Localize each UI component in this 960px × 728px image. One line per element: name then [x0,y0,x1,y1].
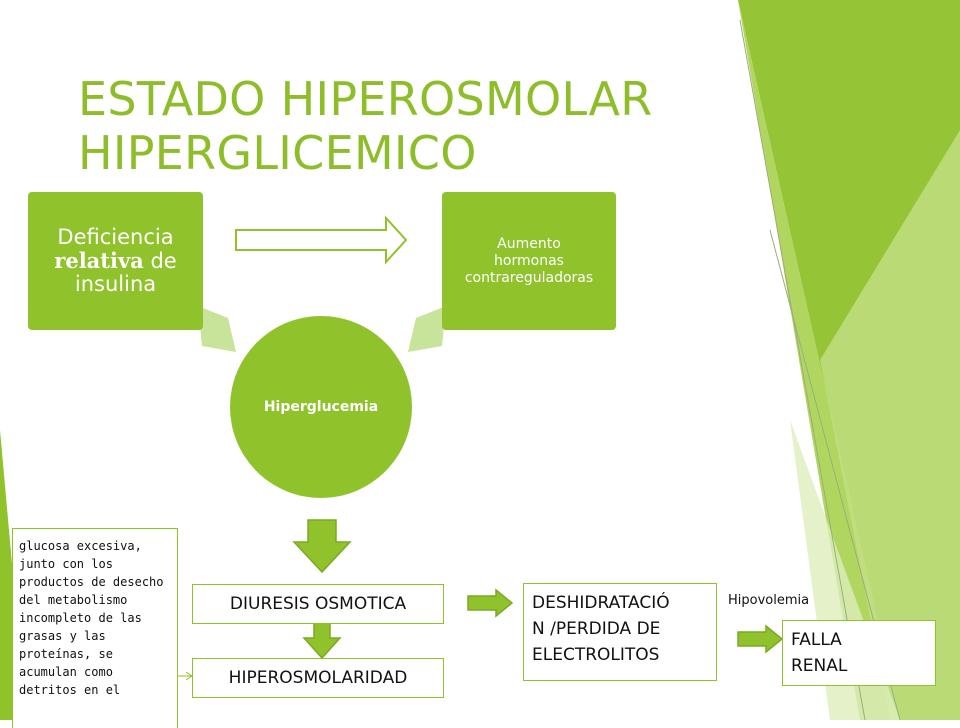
falla-line2: RENAL [791,656,848,676]
right-box-line2: hormonas [494,252,564,269]
box-falla-renal: FALLA RENAL [782,620,936,686]
box-deshidratacion: DESHIDRATACIÓ N /PERDIDA DE ELECTROLITOS [523,583,717,681]
left-box-after-bold: de [143,249,177,273]
box-hiperosmolaridad: HIPEROSMOLARIDAD [192,658,444,698]
cycle-arrow-left-icon [198,306,236,352]
left-box-bold: relativa [54,248,144,273]
right-box-line1: Aumento [497,235,561,252]
right-box-line3: contrareguladoras [464,269,594,286]
box-diuresis-osmotica: DIURESIS OSMOTICA [192,584,444,624]
hiperosmolaridad-label: HIPEROSMOLARIDAD [228,668,408,688]
diuresis-label: DIURESIS OSMOTICA [229,594,407,614]
deshid-line1: DESHIDRATACIÓ [532,593,670,613]
title-line-1: ESTADO HIPEROSMOLAR [78,72,653,126]
right-arrow-falla-icon [737,624,784,654]
left-box-line3: insulina [74,272,157,296]
hipovolemia-label: Hipovolemia [728,593,810,608]
outline-arrow-right-icon [235,215,408,265]
slide-title: ESTADO HIPEROSMOLAR HIPERGLICEMICO [78,72,698,180]
node-hiperglucemia: Hiperglucemia [230,316,412,498]
left-box-line1: Deficiencia [57,225,174,249]
hiperglucemia-label: Hiperglucemia [263,399,379,415]
right-arrow-deshid-icon [467,588,514,618]
falla-line1: FALLA [791,630,842,650]
deshid-line3: ELECTROLITOS [532,645,660,665]
down-arrow-big-icon [292,519,352,574]
note-text: glucosa excesiva, junto con los producto… [19,539,164,697]
title-line-2: HIPERGLICEMICO [78,126,477,180]
cycle-arrow-right-icon [408,306,446,352]
down-arrow-small-icon [302,621,342,660]
note-textbox: glucosa excesiva, junto con los producto… [12,528,178,728]
node-hormonas-contrareguladoras: Aumento hormonas contrareguladoras [442,192,616,330]
deshid-line2: N /PERDIDA DE [532,619,661,639]
decor-triangle-light [820,130,960,720]
decor-line [739,19,866,720]
node-deficiencia-insulina: Deficiencia relativa de insulina [28,192,203,330]
